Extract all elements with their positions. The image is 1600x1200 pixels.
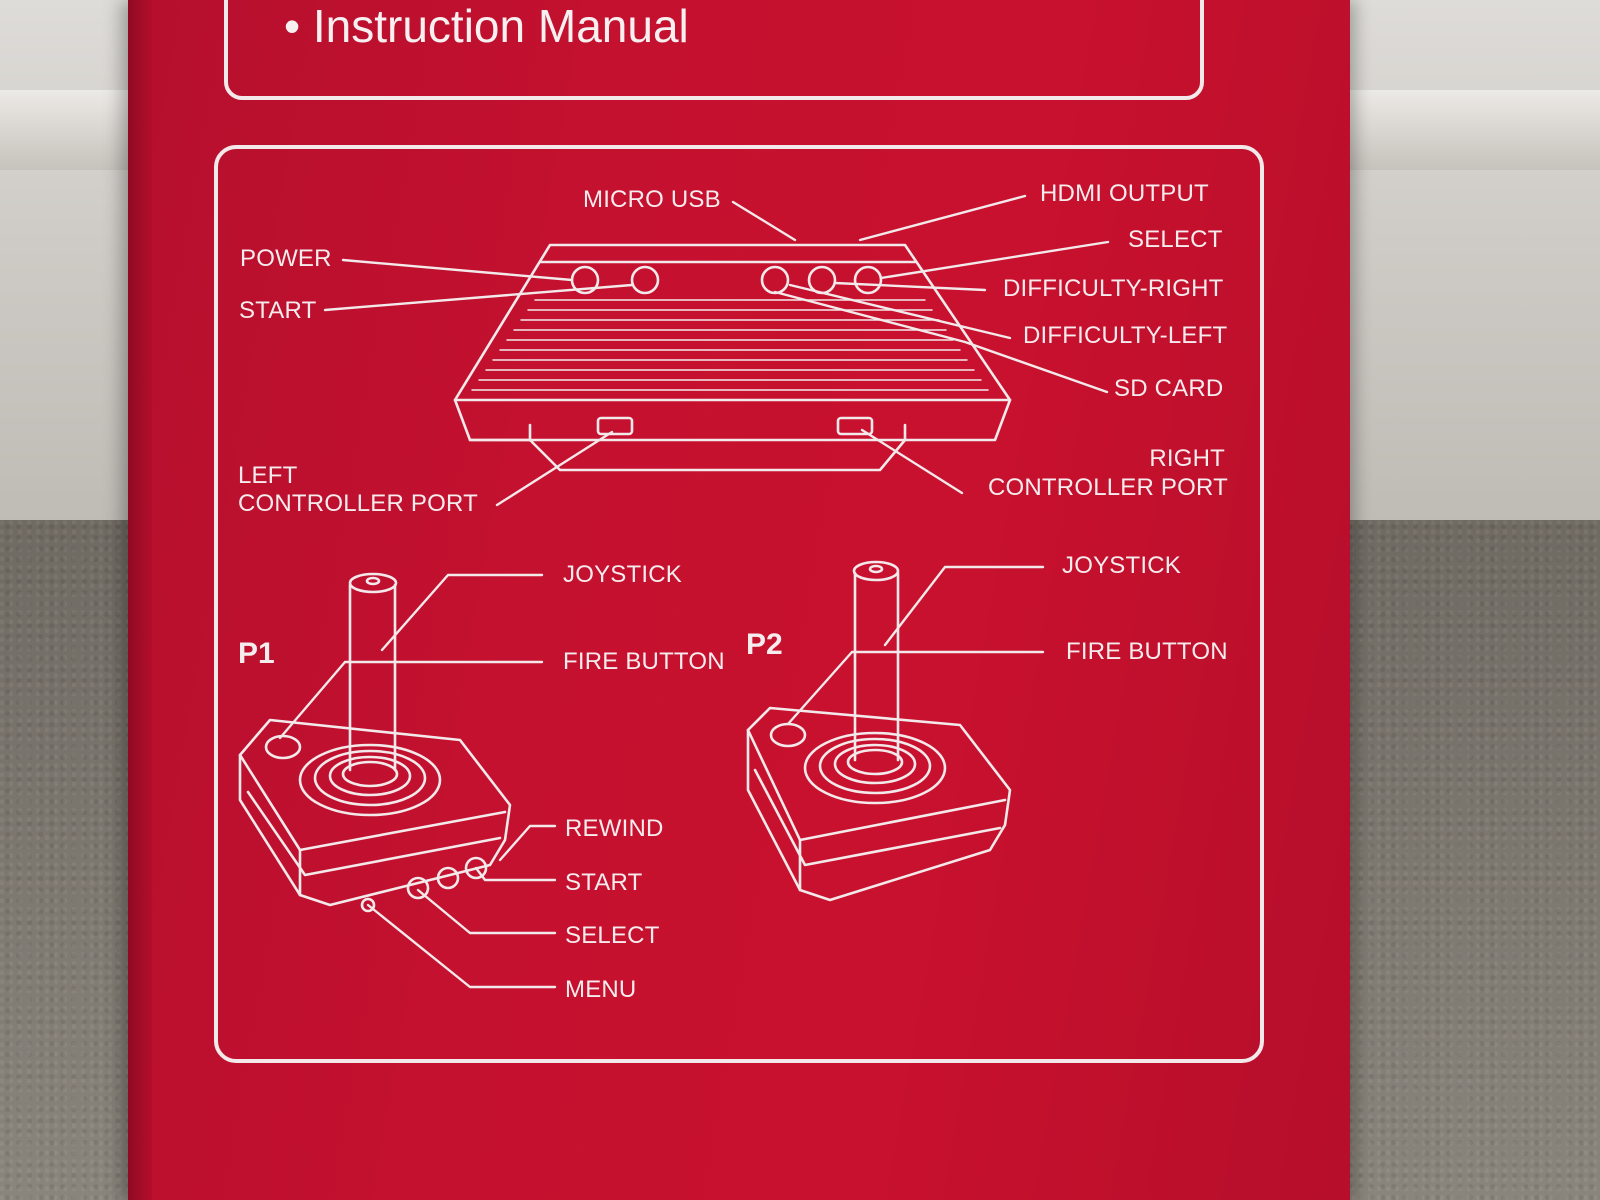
select-switch-icon bbox=[853, 265, 883, 295]
label-micro-usb: MICRO USB bbox=[583, 186, 721, 213]
label-p1: P1 bbox=[238, 637, 275, 670]
label-start: START bbox=[239, 297, 317, 324]
start-switch-icon bbox=[630, 265, 660, 295]
diagram-panel bbox=[214, 145, 1264, 1063]
label-difficulty-left: DIFFICULTY-LEFT bbox=[1023, 322, 1228, 349]
contents-panel bbox=[224, 0, 1204, 100]
box-side-edge bbox=[128, 0, 152, 1200]
difficulty-left-switch-icon bbox=[760, 265, 790, 295]
contents-item-label: Instruction Manual bbox=[312, 0, 689, 52]
console-ridges bbox=[471, 299, 989, 391]
label-right-port-line1: RIGHT bbox=[1149, 445, 1225, 472]
left-controller-port-icon bbox=[596, 416, 634, 436]
p2-controller-illustration bbox=[746, 560, 1012, 902]
label-p1-start: START bbox=[565, 869, 643, 896]
product-box bbox=[128, 0, 1350, 1200]
label-hdmi-output: HDMI OUTPUT bbox=[1040, 180, 1209, 207]
label-left-port-line2: CONTROLLER PORT bbox=[238, 490, 478, 517]
label-p1-rewind: REWIND bbox=[565, 815, 664, 842]
label-p2-fire-button: FIRE BUTTON bbox=[1066, 638, 1228, 665]
label-p2-joystick: JOYSTICK bbox=[1062, 552, 1181, 579]
contents-item: • Instruction Manual bbox=[284, 0, 689, 52]
p1-fire-button-icon bbox=[264, 734, 302, 760]
label-difficulty-right: DIFFICULTY-RIGHT bbox=[1003, 275, 1224, 302]
console-illustration bbox=[453, 243, 1012, 472]
bullet: • bbox=[284, 0, 301, 52]
label-p1-menu: MENU bbox=[565, 976, 637, 1003]
label-p1-select: SELECT bbox=[565, 922, 660, 949]
label-p1-joystick: JOYSTICK bbox=[563, 561, 682, 588]
label-select: SELECT bbox=[1128, 226, 1223, 253]
label-power: POWER bbox=[240, 245, 332, 272]
p2-fire-button-icon bbox=[769, 722, 807, 748]
label-p2: P2 bbox=[746, 628, 783, 661]
label-sd-card: SD CARD bbox=[1114, 375, 1224, 402]
label-right-port-line2: CONTROLLER PORT bbox=[988, 474, 1228, 501]
label-p1-fire-button: FIRE BUTTON bbox=[563, 648, 725, 675]
label-left-port-line1: LEFT bbox=[238, 462, 298, 489]
p1-controller-illustration bbox=[238, 572, 512, 913]
difficulty-right-switch-icon bbox=[807, 265, 837, 295]
right-controller-port-icon bbox=[836, 416, 874, 436]
